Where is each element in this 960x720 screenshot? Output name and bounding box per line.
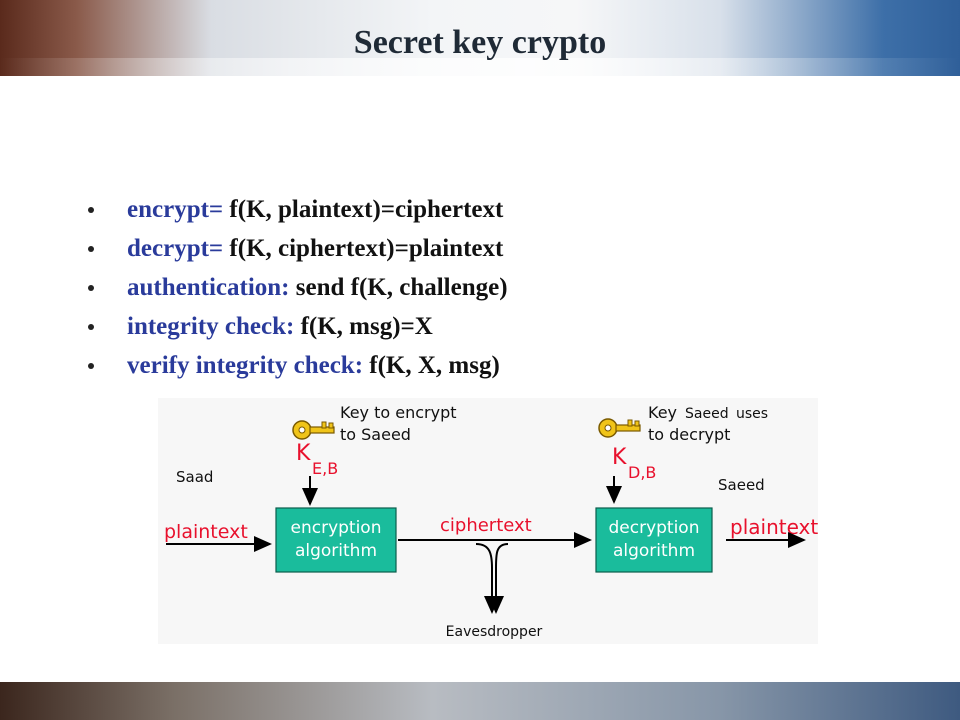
bullet-item: encrypt= f(K, plaintext)=ciphertext xyxy=(88,190,508,229)
key-left-caption-2: to Saeed xyxy=(340,425,411,444)
eavesdrop-tap-right xyxy=(488,543,509,614)
encryption-box-line-1: encryption xyxy=(291,518,382,538)
decryption-box-line-1: decryption xyxy=(608,518,699,538)
bullet-formula: send f(K, challenge) xyxy=(295,274,508,301)
ciphertext-label: ciphertext xyxy=(440,515,532,536)
bullet-formula: f(K, ciphertext)=plaintext xyxy=(229,235,504,262)
bullet-formula: f(K, msg)=X xyxy=(300,313,433,340)
bullet-list: encrypt= f(K, plaintext)=ciphertext decr… xyxy=(88,190,508,385)
decryption-box-line-2: algorithm xyxy=(613,541,695,561)
key-right-symbol: K xyxy=(612,445,627,470)
footer-band xyxy=(0,682,960,720)
encryption-box-line-2: algorithm xyxy=(295,541,377,561)
key-right-subscript: D,B xyxy=(628,463,656,482)
encryption-algorithm-box xyxy=(275,507,397,573)
bullet-item: authentication: send f(K, challenge) xyxy=(88,268,508,307)
key-left-subscript: E,B xyxy=(312,459,338,478)
diagram-svg: Key to encrypt to Saeed K E,B Saad plain… xyxy=(164,403,818,640)
receiver-label: Saeed xyxy=(718,476,765,494)
bullet-formula: f(K, X, msg) xyxy=(369,352,500,379)
bullet-term: encrypt= xyxy=(127,196,224,223)
output-plaintext-label: plaintext xyxy=(730,515,818,539)
bullet-term: integrity check: xyxy=(127,313,295,340)
bullet-term: authentication: xyxy=(127,274,290,301)
input-plaintext-label: plaintext xyxy=(164,521,248,543)
bullet-item: decrypt= f(K, ciphertext)=plaintext xyxy=(88,229,508,268)
eavesdrop-tap-left xyxy=(475,543,500,614)
key-right-icon xyxy=(598,418,641,438)
bullet-term: decrypt= xyxy=(127,235,224,262)
decryption-algorithm-box xyxy=(595,507,713,573)
bullet-item: integrity check: f(K, msg)=X xyxy=(88,307,508,346)
key-right-caption-2: to decrypt xyxy=(648,425,730,444)
key-right-caption-uses: uses xyxy=(736,406,768,422)
eavesdropper-label: Eavesdropper xyxy=(446,624,543,640)
key-left-caption-1: Key to encrypt xyxy=(340,403,457,422)
bullet-term: verify integrity check: xyxy=(127,352,364,379)
slide-title: Secret key crypto xyxy=(353,24,607,61)
sender-label: Saad xyxy=(176,468,213,486)
header-band xyxy=(0,0,960,76)
bullet-item: verify integrity check: f(K, X, msg) xyxy=(88,346,508,385)
key-right-caption-1: Key xyxy=(648,403,677,422)
key-right-caption-name: Saeed xyxy=(685,406,729,422)
key-left-symbol: K xyxy=(296,441,311,466)
key-left-icon xyxy=(292,420,335,440)
bullet-formula: f(K, plaintext)=ciphertext xyxy=(229,196,504,223)
crypto-diagram: Key to encrypt to Saeed K E,B Saad plain… xyxy=(158,398,818,644)
